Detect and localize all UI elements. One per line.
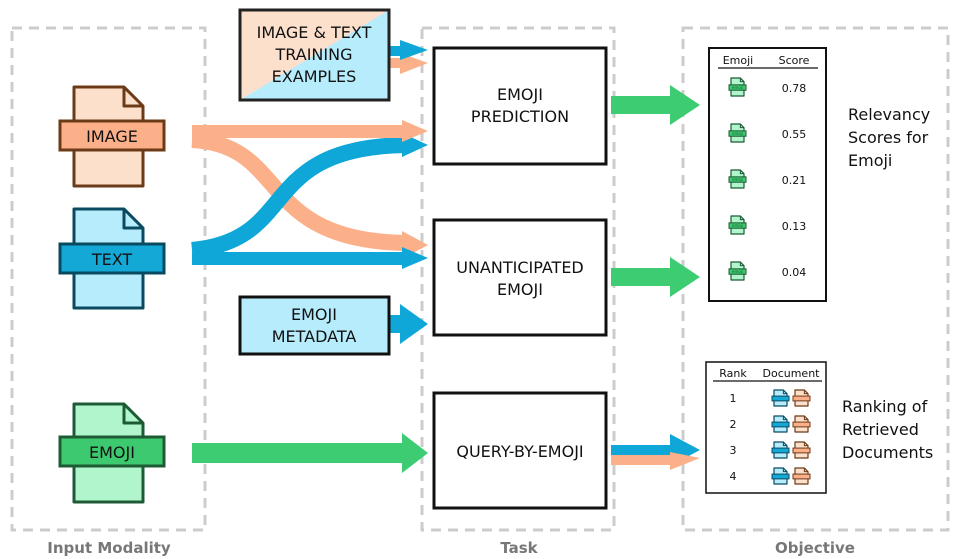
task-unanticipated-emoji: UNANTICIPATED EMOJI [432,218,608,337]
metadata-to-unanticipated-arrow [389,304,428,344]
image-document-icon [792,441,811,459]
score-table: Emoji Score emoji 0.78 emoji 0.55 emoji 0.21 e… [708,47,827,302]
emoji-icon: emoji [728,169,747,189]
score-value: 0.04 [782,266,807,279]
section-title-task: Task [500,539,538,557]
training-line-1: IMAGE & TEXT [257,23,372,42]
training-line-2: TRAINING [275,45,353,64]
training-examples-box: IMAGE & TEXT TRAINING EXAMPLES [238,8,391,102]
emoji-input-label: EMOJI [89,443,135,462]
emoji-input: EMOJI [58,402,166,504]
query-to-ranking-arrow [611,434,700,470]
ranking-line-2: Retrieved [842,420,919,439]
text-document-icon [771,467,790,485]
image-input: IMAGE [58,85,166,188]
emoji-icon: emoji [728,215,747,235]
text-to-unanticipated-arrow [192,247,428,269]
emoji-metadata-box: EMOJI METADATA [238,295,391,356]
score-table-header-emoji: Emoji [723,54,754,67]
image-document-icon [792,467,811,485]
rank-table-header-rank: Rank [719,367,747,380]
image-input-label: IMAGE [86,127,138,146]
emoji-icon-label: emoji [732,177,743,182]
text-document-icon [771,441,790,459]
rank-value: 4 [730,470,737,483]
rank-value: 3 [730,444,737,457]
image-document-icon [792,389,811,407]
emoji-icon: emoji [728,261,747,281]
relevancy-line-2: Scores for [848,128,929,147]
metadata-line-2: METADATA [272,327,357,346]
image-to-prediction-arrow [192,120,428,142]
score-value: 0.13 [782,220,807,233]
score-value: 0.55 [782,128,807,141]
prediction-to-scores-arrow [611,85,700,125]
emoji-icon-label: emoji [732,131,743,136]
rank-table: Rank Document 1 2 3 4 [705,361,827,494]
emoji-to-query-arrow [192,433,428,473]
text-document-icon [771,389,790,407]
text-document-icon [771,415,790,433]
training-to-prediction-arrow [390,40,428,74]
prediction-line-2: PREDICTION [471,107,569,126]
ranking-line-1: Ranking of [842,397,928,416]
section-title-objective: Objective [775,539,855,557]
rank-table-header-document: Document [763,367,821,380]
prediction-line-1: EMOJI [497,85,543,104]
training-line-3: EXAMPLES [272,67,357,86]
unanticipated-line-2: EMOJI [497,280,543,299]
input-modality-region [10,26,207,532]
score-value: 0.21 [782,174,807,187]
section-title-input: Input Modality [47,539,171,557]
relevancy-caption: Relevancy Scores for Emoji [848,105,930,170]
rank-value: 2 [730,418,737,431]
rank-value: 1 [730,392,737,405]
task-emoji-prediction: EMOJI PREDICTION [432,46,608,166]
text-input: TEXT [58,207,166,310]
ranking-line-3: Documents [842,443,933,462]
emoji-icon: emoji [728,77,747,97]
emoji-icon: emoji [728,123,747,143]
metadata-line-1: EMOJI [291,305,337,324]
task-query-by-emoji: QUERY-BY-EMOJI [432,391,608,510]
unanticipated-line-1: UNANTICIPATED [456,258,584,277]
emoji-icon-label: emoji [732,85,743,90]
score-value: 0.78 [782,82,807,95]
relevancy-line-3: Emoji [848,151,892,170]
query-label: QUERY-BY-EMOJI [456,442,583,461]
unanticipated-to-scores-arrow [611,257,700,297]
emoji-icon-label: emoji [732,223,743,228]
text-input-label: TEXT [91,250,133,269]
emoji-icon-label: emoji [732,269,743,274]
image-document-icon [792,415,811,433]
ranking-caption: Ranking of Retrieved Documents [842,397,933,462]
score-table-header-score: Score [779,54,810,67]
relevancy-line-1: Relevancy [848,105,930,124]
